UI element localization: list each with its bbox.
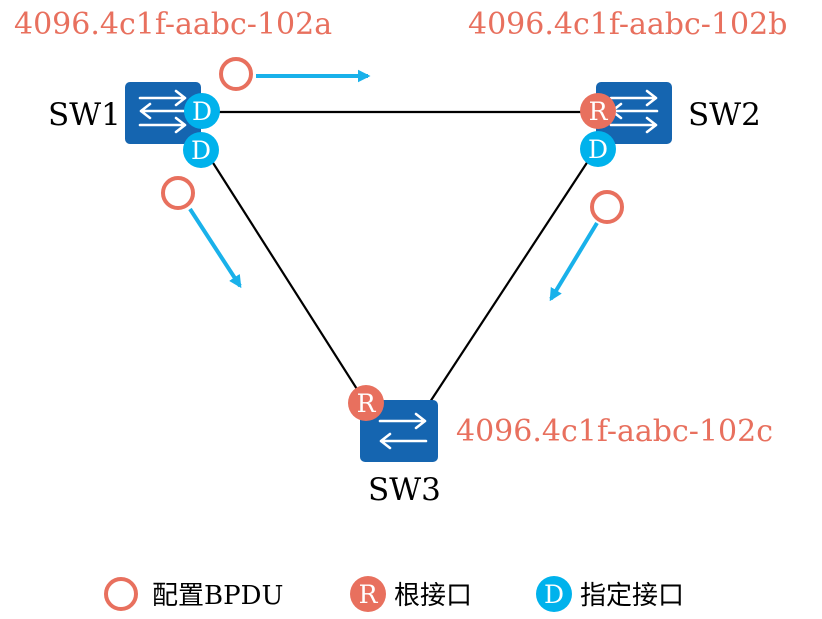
root-port-sw2: R — [580, 93, 616, 129]
bpdu-arrow-sw1-to-sw3 — [188, 207, 242, 289]
legend-root-port-label: 根接口 — [394, 581, 472, 611]
bridge-id-sw2: 4096.4c1f-aabc-102b — [468, 7, 787, 42]
legend-designated-port-label: 指定接口 — [580, 581, 684, 611]
switch-name-sw1: SW1 — [48, 97, 121, 133]
svg-text:D: D — [544, 580, 564, 609]
svg-text:D: D — [192, 97, 212, 126]
legend-bpdu-icon — [104, 577, 138, 611]
bpdu-icon — [590, 190, 624, 224]
switch-sw1 — [125, 82, 201, 144]
root-port-sw3: R — [348, 385, 384, 421]
legend-root-port-icon — [350, 576, 386, 612]
svg-text:D: D — [191, 136, 211, 165]
bpdu-icon — [219, 57, 253, 91]
designated-port-sw2-to-sw3: D — [580, 131, 616, 167]
svg-text:D: D — [588, 135, 608, 164]
legend-designated-port-icon — [536, 576, 572, 612]
legend: 配置BPDU R 根接口 D 指定接口 — [104, 576, 684, 612]
switch-arrows-icon — [609, 89, 659, 134]
svg-text:R: R — [359, 580, 379, 609]
bridge-id-sw1: 4096.4c1f-aabc-102a — [14, 7, 332, 42]
switch-name-sw2: SW2 — [688, 97, 761, 133]
link-sw1-sw3 — [207, 154, 363, 398]
bpdu-arrow-sw2-to-sw3 — [549, 221, 599, 302]
bpdu-icon — [161, 176, 195, 210]
legend-bpdu-label: 配置BPDU — [152, 581, 283, 611]
svg-text:R: R — [357, 389, 377, 418]
switch-arrows-icon — [378, 412, 428, 450]
switch-arrows-icon — [138, 89, 188, 134]
bridge-id-sw3: 4096.4c1f-aabc-102c — [456, 414, 773, 449]
link-sw2-sw3 — [427, 154, 593, 406]
svg-text:R: R — [589, 97, 609, 126]
designated-port-sw1-to-sw2: D — [184, 93, 220, 129]
switch-name-sw3: SW3 — [368, 472, 441, 508]
switch-sw3 — [360, 400, 438, 462]
designated-port-sw1-to-sw3: D — [183, 132, 219, 168]
